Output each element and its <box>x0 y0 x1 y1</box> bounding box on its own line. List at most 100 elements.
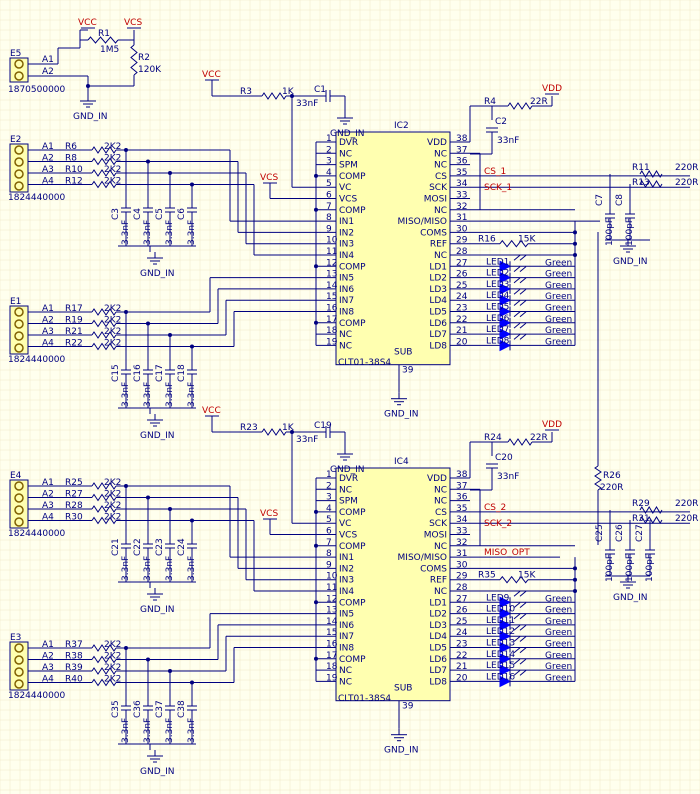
pin-number: 9 <box>326 560 332 570</box>
led-arrow <box>513 670 521 676</box>
pin-number: 32 <box>456 202 467 212</box>
res-ref: R3 <box>240 87 252 97</box>
pin-number: 21 <box>456 662 467 672</box>
connector-part: 1824440000 <box>8 355 66 365</box>
ic-pin-name: LD2 <box>429 610 447 620</box>
pin-number: 33 <box>456 191 467 201</box>
ic-pin-name: LD4 <box>429 632 447 642</box>
connector <box>9 641 29 691</box>
pin-number: 21 <box>456 326 467 336</box>
pin-number: 29 <box>456 236 468 246</box>
cap-ref: C17 <box>155 364 165 382</box>
junction-dot <box>573 241 577 246</box>
led-color: Green <box>545 304 572 314</box>
res-value: 220R <box>675 514 698 524</box>
ic-pin-name: LD5 <box>429 308 447 318</box>
pin-number: 23 <box>456 304 467 314</box>
ic-pin-name: NC <box>434 161 447 171</box>
junction-dot <box>168 669 172 673</box>
ground-label: GND_IN <box>330 465 365 475</box>
net-sck: SCK_2 <box>484 519 512 529</box>
connector-ref: E4 <box>10 471 22 481</box>
led-arrow <box>513 658 521 665</box>
ic-pin-name: IN4 <box>339 587 354 597</box>
pin-number: 28 <box>456 247 468 257</box>
connector-pin <box>14 157 24 167</box>
led-ref: LED13 <box>486 639 515 649</box>
led-color: Green <box>545 315 572 325</box>
connector-ref: E3 <box>10 633 21 643</box>
ic-pin-name: VC <box>339 183 351 193</box>
pin-number: 39 <box>402 702 414 712</box>
pin-number: 18 <box>326 662 338 672</box>
led-icon <box>499 619 512 631</box>
pin-number: 29 <box>456 572 468 582</box>
res-ref: R38 <box>65 652 83 662</box>
pin-number: 18 <box>326 326 338 336</box>
led-ref: LED5 <box>486 303 509 313</box>
res <box>639 506 663 514</box>
res-value: 1K <box>282 423 295 433</box>
ic-pin-name: IN7 <box>339 632 354 642</box>
ic-pin-name: NC <box>434 251 447 261</box>
led-icon <box>499 294 512 307</box>
connector-pin <box>14 307 24 317</box>
ic-pin-name: NC <box>339 330 352 340</box>
ic-pin-name: NC <box>434 206 447 216</box>
res-ref: R27 <box>65 490 83 500</box>
cap-value: 100pF <box>605 218 615 246</box>
led-arrow <box>513 254 521 261</box>
cap-ref: C26 <box>615 524 625 542</box>
connector-pin <box>14 493 24 503</box>
ic-pin-name: IN5 <box>339 274 354 284</box>
junction-dot <box>314 320 318 325</box>
ic-pin-sub: SUB <box>394 348 412 358</box>
pin-number: 23 <box>456 640 467 650</box>
ic-pin-name: COMP <box>339 172 366 182</box>
r2-value: 120K <box>138 65 162 75</box>
res-value: 2K2 <box>104 640 121 650</box>
ic-pin-name: IN3 <box>339 576 354 586</box>
connector-pin <box>14 667 24 677</box>
pin-number: 31 <box>456 549 467 559</box>
r1-value: 1M5 <box>100 45 119 55</box>
ic-pin-name: IN2 <box>339 564 354 574</box>
junction-dot <box>314 207 318 212</box>
led-arrow <box>519 647 527 654</box>
res-value: 2K2 <box>104 675 121 685</box>
led-arrow <box>519 322 527 329</box>
ic-pin-name: LD1 <box>429 598 447 608</box>
cap-value: 33nF <box>296 99 318 109</box>
res-value: 220R <box>600 483 623 493</box>
net-sck: SCK_1 <box>484 183 512 193</box>
res-ref: R25 <box>65 478 83 488</box>
junction-dot <box>124 148 128 152</box>
led-color: Green <box>545 606 572 616</box>
cap-ref: C37 <box>155 700 165 718</box>
res-ref: R30 <box>65 513 83 523</box>
connector-pin <box>14 517 24 527</box>
r1 <box>87 36 119 44</box>
junction-dot <box>314 656 318 661</box>
ground-label: GND_IN <box>613 593 648 603</box>
pin-number: 10 <box>326 236 338 246</box>
led-ref: LED15 <box>486 661 515 671</box>
led-icon <box>499 283 512 295</box>
led-color: Green <box>545 628 572 638</box>
pin-number: 25 <box>456 617 467 627</box>
ground-label: GND_IN <box>140 431 175 441</box>
ic-pin-name: LD5 <box>429 644 447 654</box>
pin-number: 36 <box>456 493 468 503</box>
junction-dot <box>314 173 318 178</box>
led-ref: LED16 <box>486 672 515 682</box>
pin-number: 36 <box>456 157 468 167</box>
pin-number: 16 <box>326 640 338 650</box>
led-color: Green <box>545 617 572 627</box>
res <box>261 428 287 436</box>
cap-ref: C2 <box>495 117 507 127</box>
r2-ref: R2 <box>138 53 150 63</box>
junction-dot <box>314 509 318 514</box>
led-ref: LED8 <box>486 336 510 346</box>
ic-pin-name: COMP <box>339 598 366 608</box>
led-ref: LED7 <box>486 325 509 335</box>
